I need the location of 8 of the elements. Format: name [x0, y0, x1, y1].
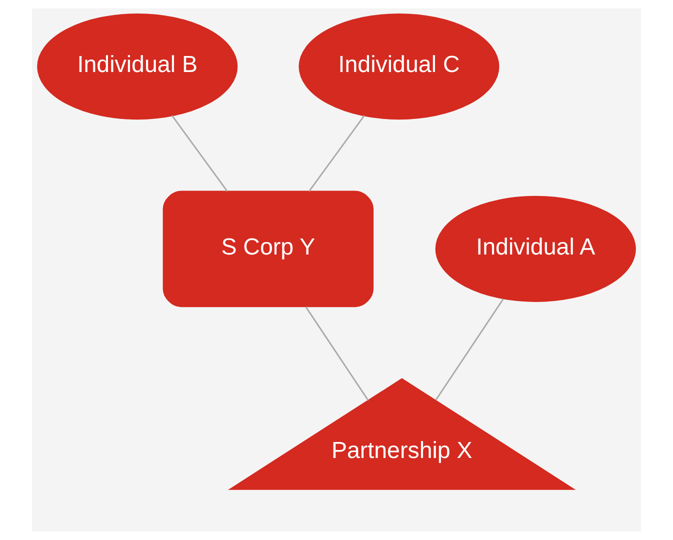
- node-ellipse: Individual A: [435, 196, 636, 302]
- node-box: S Corp Y: [162, 190, 374, 308]
- connector: [308, 115, 365, 192]
- node-ellipse: Individual C: [298, 13, 500, 120]
- connector: [305, 306, 369, 401]
- connector: [435, 298, 504, 400]
- node-ellipse: Individual B: [37, 13, 238, 120]
- connector: [172, 115, 228, 192]
